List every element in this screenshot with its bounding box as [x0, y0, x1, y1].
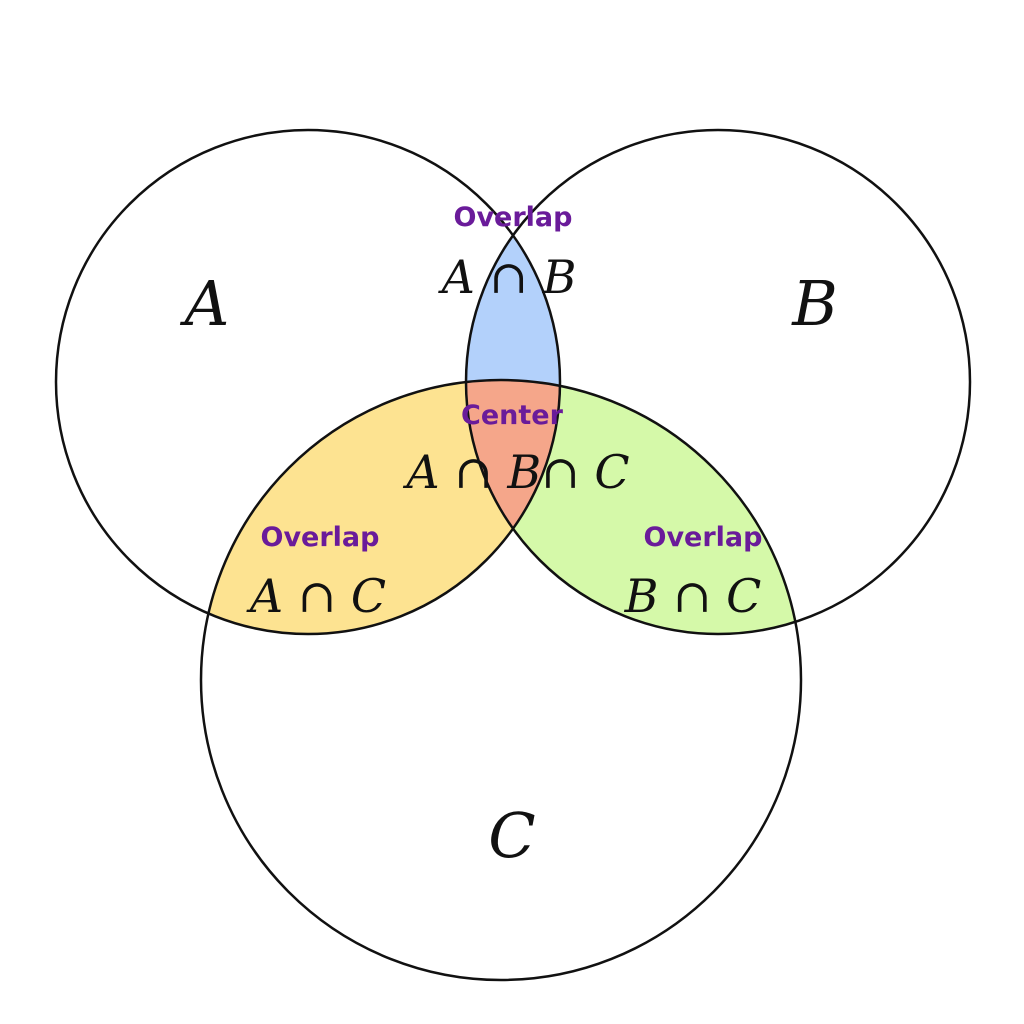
- region-ab-expr: A ∩ B: [438, 250, 577, 304]
- region-abc-expr: A ∩ B∩ C: [402, 445, 629, 499]
- set-a-label: A: [180, 267, 230, 340]
- region-bc-label: Overlap: [644, 522, 763, 553]
- circle-c: [199, 378, 803, 982]
- region-ac-expr: A ∩ C: [246, 569, 386, 623]
- region-b-and-c: [466, 380, 801, 634]
- region-abc-label: Center: [461, 400, 564, 431]
- region-ab-label: Overlap: [454, 202, 573, 233]
- region-ac-label: Overlap: [261, 522, 380, 553]
- region-a-and-c: [201, 380, 560, 634]
- circle-a: [54, 128, 562, 636]
- set-b-label: B: [791, 267, 838, 340]
- region-bc-expr: B ∩ C: [624, 569, 762, 623]
- set-c-label: C: [488, 799, 535, 872]
